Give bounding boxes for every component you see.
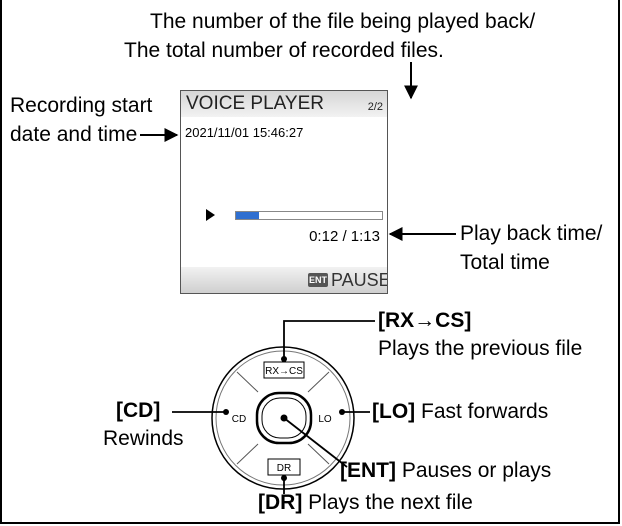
cd-leader-dot — [223, 409, 229, 415]
playback-time: 0:12 / 1:13 — [309, 228, 380, 245]
divider-ne — [307, 371, 330, 393]
playback-progress-bar — [235, 211, 383, 220]
playback-progress-fill — [236, 212, 260, 219]
rx-cs-key-cap: RX→CS — [265, 366, 303, 377]
lo-key-desc: Fast forwards — [421, 400, 549, 423]
file-number-label-line1: The number of the file being played back… — [150, 10, 536, 33]
file-number-label-line2: The total number of recorded files. — [124, 39, 444, 62]
dr-key-desc: Plays the next file — [308, 491, 473, 514]
lo-key-label: [LO] — [372, 400, 416, 423]
recording-start-label-line1: Recording start — [10, 94, 153, 117]
divider-sw — [236, 443, 259, 465]
rx-cs-leader-dot — [281, 356, 287, 362]
cd-key-cap: CD — [232, 414, 246, 425]
dr-key-cap: DR — [277, 463, 291, 474]
dr-key-label: [DR] — [258, 491, 303, 514]
lo-key-text: [LO] Fast forwards — [372, 400, 548, 424]
ent-key-icon: ENT — [308, 273, 328, 287]
ent-key-text: [ENT] Pauses or plays — [340, 459, 551, 483]
dr-key-text: [DR] Plays the next file — [258, 491, 473, 515]
screen-title: VOICE PLAYER — [186, 93, 324, 114]
recording-start-label-line2: date and time — [10, 123, 138, 146]
lo-key-cap: LO — [318, 414, 332, 425]
ent-key-label: [ENT] — [340, 459, 396, 482]
cd-key-desc: Rewinds — [103, 427, 184, 450]
recording-datetime: 2021/11/01 15:46:27 — [185, 125, 304, 140]
playback-time-label-line2: Total time — [460, 251, 550, 274]
ent-key-desc: Pauses or plays — [401, 459, 552, 482]
file-count: 2/2 — [367, 101, 383, 113]
voice-player-screen: VOICE PLAYER 2/2 2021/11/01 15:46:27 0:1… — [180, 90, 388, 294]
divider-nw — [236, 371, 259, 393]
playback-time-label-line1: Play back time/ — [460, 222, 603, 245]
lo-leader-dot — [339, 409, 345, 415]
divider-se — [307, 443, 330, 465]
screen-title-bar: VOICE PLAYER 2/2 — [181, 91, 387, 117]
ent-leader — [283, 417, 348, 468]
rx-cs-leader — [283, 320, 375, 359]
screen-footer: ENT PAUSE — [181, 267, 387, 293]
cd-key-label: [CD] — [116, 399, 161, 422]
key-pad-inner-ring — [215, 350, 351, 486]
dr-leader-dot — [281, 475, 287, 481]
rx-cs-key-desc: Plays the previous file — [378, 337, 583, 360]
play-icon — [206, 209, 215, 221]
ent-key-inner — [261, 397, 307, 439]
pause-label: PAUSE — [331, 270, 388, 290]
rx-cs-key-label: [RX→CS] — [378, 309, 472, 332]
